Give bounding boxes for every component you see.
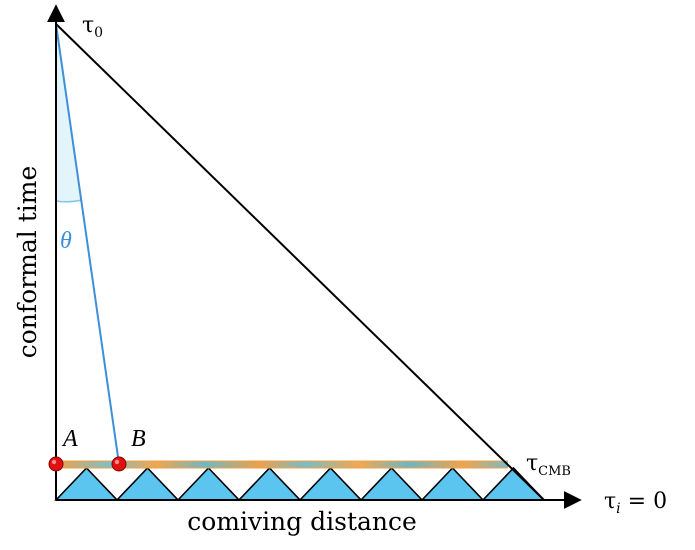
observer-light-cone [55, 23, 545, 501]
horizon-triangle [237, 466, 302, 501]
tau-i-label: τi = 0 [604, 489, 667, 517]
point-b-highlight [114, 459, 120, 465]
horizon-triangle [54, 466, 119, 501]
point-b-label: B [131, 426, 146, 452]
sightline-to-b [55, 23, 120, 465]
point-a-label: A [61, 426, 78, 452]
point-a-highlight [51, 459, 57, 465]
tau-0-label: τ0 [82, 13, 103, 41]
tau-cmb-label: τCMB [526, 451, 571, 479]
cmb-last-scattering-band [56, 461, 508, 468]
horizon-triangles [54, 466, 546, 501]
horizon-triangle [420, 466, 485, 501]
viewing-angle-arc [55, 199, 83, 203]
horizon-triangle [298, 466, 363, 501]
theta-label: θ [60, 228, 72, 254]
y-axis-label: conformal time [13, 166, 42, 359]
horizon-triangle [115, 466, 180, 501]
horizon-triangle [359, 466, 424, 501]
x-axis-label: comiving distance [187, 507, 417, 536]
point-b-marker [111, 456, 127, 472]
horizon-triangle [176, 466, 241, 501]
point-a-marker [48, 456, 64, 472]
